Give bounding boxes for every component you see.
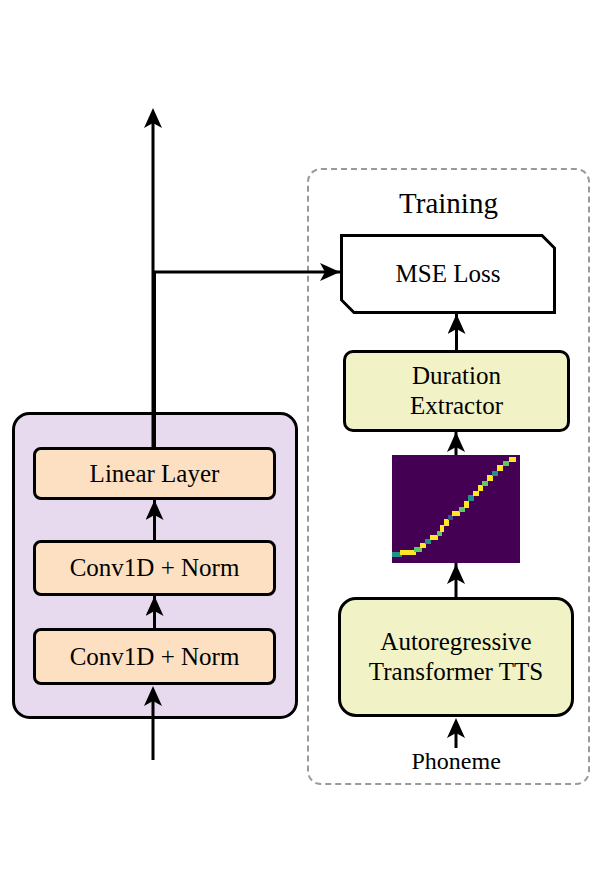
node-text: Training <box>399 186 498 221</box>
output-arrow <box>144 108 162 447</box>
module-box: Duration Extractor <box>343 350 570 432</box>
phoneme-arrow <box>447 718 465 748</box>
node-text: Duration Extractor <box>377 361 537 421</box>
node-text: Autoregressive Transformer TTS <box>346 627 566 687</box>
input-label: Phoneme <box>412 748 501 775</box>
arrow-connector <box>153 596 156 628</box>
attention-matrix <box>392 455 520 563</box>
layer-box: Conv1D + Norm <box>33 628 276 685</box>
arrow-connector <box>155 272 341 447</box>
loss-box: MSE Loss <box>340 234 556 314</box>
arrow-connector <box>455 432 458 597</box>
module-box: Autoregressive Transformer TTS <box>338 597 574 717</box>
arrow-connector <box>455 314 458 350</box>
node-text: Linear Layer <box>90 459 220 489</box>
node-text: Conv1D + Norm <box>70 642 240 672</box>
node-text: Conv1D + Norm <box>70 553 240 583</box>
node-text: MSE Loss <box>396 259 501 289</box>
arrow-connector <box>153 500 156 540</box>
layer-box: Conv1D + Norm <box>33 540 276 596</box>
input-arrow <box>144 686 162 760</box>
layer-box: Linear Layer <box>33 447 276 500</box>
